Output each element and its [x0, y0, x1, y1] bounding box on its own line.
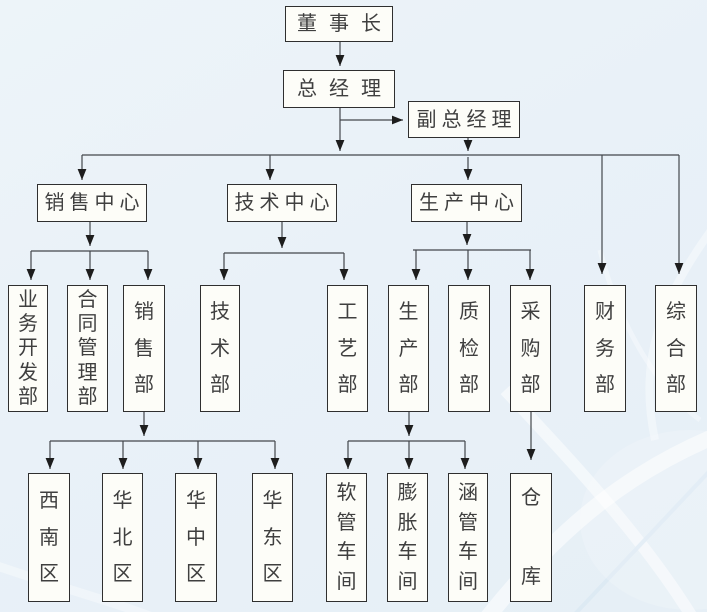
general-affairs-dept-label: 综合部	[666, 301, 686, 396]
sales-dept-label: 销售部	[134, 301, 154, 396]
general-manager-label: 总经理	[297, 78, 393, 100]
process-dept-label: 工艺部	[337, 301, 358, 396]
sales-center-label: 销售中心	[44, 192, 145, 214]
general-manager-box: 总经理	[283, 70, 395, 108]
contract-management-dept-box: 合同管理部	[67, 285, 108, 412]
deputy-general-manager-box: 副总经理	[408, 101, 520, 138]
quality-inspection-dept-box: 质检部	[448, 285, 490, 412]
business-development-dept-label: 业务开发部	[18, 289, 38, 408]
east-china-region-box: 华东区	[252, 473, 293, 602]
production-dept-box: 生产部	[388, 285, 429, 412]
north-china-region-box: 华北区	[102, 473, 143, 602]
business-development-dept-box: 业务开发部	[8, 285, 48, 412]
hose-workshop-label: 软管车间	[336, 482, 357, 593]
sales-center-box: 销售中心	[37, 184, 147, 222]
warehouse-label: 仓库	[521, 487, 541, 588]
process-dept-box: 工艺部	[327, 285, 368, 412]
quality-inspection-dept-label: 质检部	[459, 301, 479, 396]
production-dept-label: 生产部	[398, 301, 419, 396]
purchasing-dept-box: 采购部	[510, 285, 551, 412]
sales-dept-box: 销售部	[123, 285, 165, 412]
hose-workshop-box: 软管车间	[326, 473, 367, 602]
chairman-box: 董事长	[285, 6, 393, 42]
deputy-general-manager-label: 副总经理	[416, 108, 517, 131]
general-affairs-dept-box: 综合部	[655, 285, 697, 412]
east-china-region-label: 华东区	[262, 489, 283, 586]
southwest-region-label: 西南区	[39, 489, 59, 586]
finance-dept-box: 财务部	[584, 285, 626, 412]
contract-management-dept-label: 合同管理部	[77, 289, 98, 408]
central-china-region-label: 华中区	[186, 489, 206, 586]
culvert-pipe-workshop-box: 涵管车间	[448, 473, 488, 602]
purchasing-dept-label: 采购部	[520, 301, 541, 396]
production-center-label: 生产中心	[419, 192, 519, 214]
technology-dept-label: 技术部	[210, 301, 230, 396]
warehouse-box: 仓库	[510, 473, 552, 602]
finance-dept-label: 财务部	[595, 301, 615, 396]
expansion-workshop-label: 膨胀车间	[397, 482, 418, 593]
technology-center-box: 技术中心	[227, 184, 337, 222]
expansion-workshop-box: 膨胀车间	[387, 473, 428, 602]
north-china-region-label: 华北区	[112, 489, 133, 586]
southwest-region-box: 西南区	[28, 473, 70, 602]
chairman-label: 董事长	[297, 13, 393, 35]
culvert-pipe-workshop-label: 涵管车间	[458, 482, 478, 593]
technology-dept-box: 技术部	[200, 285, 240, 412]
production-center-box: 生产中心	[411, 184, 522, 222]
technology-center-label: 技术中心	[234, 192, 335, 214]
central-china-region-box: 华中区	[175, 473, 217, 602]
